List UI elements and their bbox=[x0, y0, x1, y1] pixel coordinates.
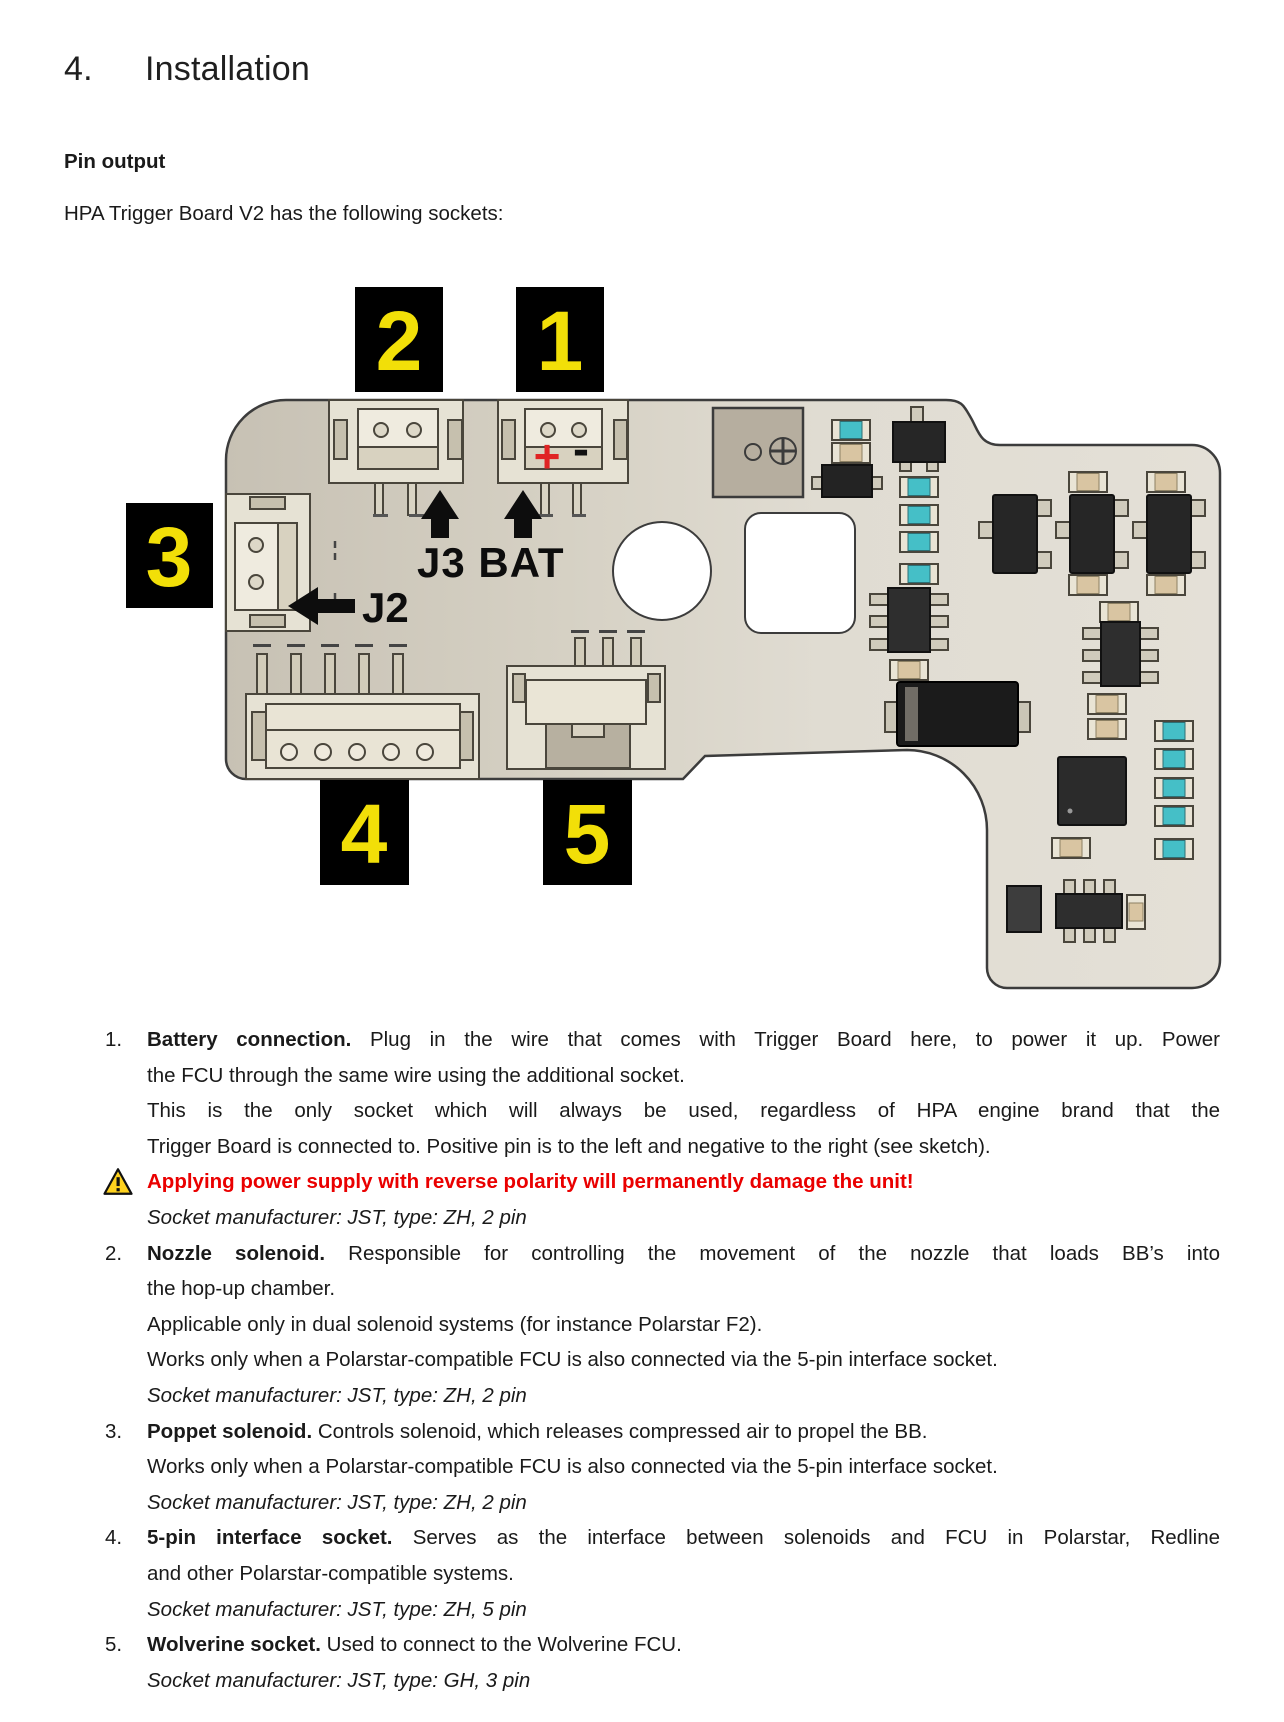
socket-4-interface-connector bbox=[245, 693, 480, 780]
label-5: 5 bbox=[543, 780, 632, 885]
ic-6pin-right bbox=[1082, 621, 1159, 687]
diagram-labels: 2 1 3 4 5 bbox=[126, 287, 632, 885]
list-item: 3. Poppet solenoid. Controls solenoid, wh… bbox=[105, 1414, 1220, 1521]
socket-5-wolverine-connector bbox=[506, 630, 666, 770]
socket-note: Socket manufacturer: JST, type: GH, 3 pi… bbox=[147, 1668, 531, 1692]
section-title: Installation bbox=[145, 50, 310, 88]
pcb-board-outline bbox=[224, 398, 1222, 990]
power-diode bbox=[884, 681, 1031, 747]
small-ic bbox=[1006, 885, 1042, 933]
intro-text: HPA Trigger Board V2 has the following s… bbox=[64, 202, 504, 225]
text-line: Works only when a Polarstar-compatible F… bbox=[147, 1455, 998, 1479]
socket-1-battery-connector: + - bbox=[497, 399, 629, 517]
socket-note: Socket manufacturer: JST, type: ZH, 2 pi… bbox=[147, 1490, 527, 1514]
item-title: Poppet solenoid. bbox=[147, 1419, 313, 1443]
warning-line: Applying power supply with reverse polar… bbox=[103, 1164, 1220, 1200]
text-line: Poppet solenoid. Controls solenoid, whic… bbox=[147, 1419, 928, 1443]
text-line: Battery connection. Plug in the wire tha… bbox=[147, 1028, 1220, 1051]
socket-note: Socket manufacturer: JST, type: ZH, 2 pi… bbox=[147, 1383, 527, 1407]
pcb-diagram: + - J3 BAT bbox=[126, 287, 1222, 990]
j2-label: J2 bbox=[362, 584, 409, 631]
j3-bat-annotation: J3 BAT bbox=[417, 490, 565, 586]
socket-2-nozzle-connector bbox=[328, 399, 464, 517]
j2-annotation: J2 bbox=[288, 584, 409, 631]
list-item: 4. 5-pin interface socket. Serves as the … bbox=[105, 1520, 1220, 1627]
j2-arrow-icon bbox=[288, 587, 355, 625]
warning-text: Applying power supply with reverse polar… bbox=[147, 1170, 914, 1194]
item-number: 2. bbox=[105, 1241, 123, 1265]
svg-text:4: 4 bbox=[341, 787, 388, 881]
list-item: 5. Wolverine socket. Used to connect to t… bbox=[105, 1627, 1220, 1698]
text-line: and other Polarstar-compatible systems. bbox=[147, 1561, 514, 1585]
text-line: Trigger Board is connected to. Positive … bbox=[147, 1134, 991, 1158]
label-4: 4 bbox=[320, 780, 409, 885]
list-item: 1. Battery connection. Plug in the wire t… bbox=[103, 1022, 1220, 1236]
screw-terminal bbox=[711, 406, 805, 499]
item-title: 5-pin interface socket. bbox=[147, 1526, 393, 1550]
j3-bat-label: J3 BAT bbox=[417, 539, 565, 586]
item-title: Wolverine socket. bbox=[147, 1633, 321, 1657]
mcu-ic bbox=[1057, 756, 1127, 826]
label-3: 3 bbox=[126, 503, 213, 608]
smd-components bbox=[711, 406, 1206, 943]
socket-note: Socket manufacturer: JST, type: ZH, 5 pi… bbox=[147, 1597, 527, 1621]
polarity-minus: - bbox=[573, 423, 589, 476]
socket-list: 1. Battery connection. Plug in the wire t… bbox=[103, 1022, 1220, 1698]
text-line: the hop-up chamber. bbox=[147, 1277, 336, 1301]
warning-icon bbox=[103, 1168, 133, 1196]
item-number: 1. bbox=[105, 1028, 123, 1051]
text-line: 5-pin interface socket. Serves as the in… bbox=[147, 1526, 1220, 1550]
item-title: Nozzle solenoid. bbox=[147, 1241, 326, 1265]
text-line: Wolverine socket. Used to connect to the… bbox=[147, 1633, 682, 1657]
ic-6pin bbox=[869, 587, 949, 653]
text-line: the FCU through the same wire using the … bbox=[147, 1063, 685, 1087]
list-item: 2. Nozzle solenoid. Responsible for contr… bbox=[105, 1236, 1220, 1414]
section-heading: 4. Installation bbox=[64, 50, 310, 89]
svg-text:3: 3 bbox=[146, 510, 193, 604]
svg-text:5: 5 bbox=[564, 787, 611, 881]
polarity-plus: + bbox=[534, 430, 561, 482]
svg-text:1: 1 bbox=[537, 294, 584, 388]
board-hole-round bbox=[612, 521, 712, 621]
item-number: 4. bbox=[105, 1526, 123, 1550]
board-hole-square bbox=[744, 512, 856, 634]
label-2: 2 bbox=[355, 287, 443, 392]
text-line: Applicable only in dual solenoid systems… bbox=[147, 1312, 763, 1336]
svg-text:2: 2 bbox=[376, 294, 423, 388]
bat-arrow-icon bbox=[504, 490, 542, 538]
sot23-transistor bbox=[892, 406, 946, 472]
j3-arrow-icon bbox=[421, 490, 459, 538]
section-number: 4. bbox=[64, 50, 93, 88]
text-line: This is the only socket which will alway… bbox=[147, 1099, 1220, 1123]
socket-note: Socket manufacturer: JST, type: ZH, 2 pi… bbox=[147, 1205, 527, 1229]
item-number: 5. bbox=[105, 1633, 123, 1657]
item-title: Battery connection. bbox=[147, 1028, 352, 1051]
text-line: Nozzle solenoid. Responsible for control… bbox=[147, 1241, 1220, 1265]
item-number: 3. bbox=[105, 1419, 123, 1443]
small-diode bbox=[811, 464, 883, 498]
socket-3-poppet-connector bbox=[225, 493, 337, 632]
text-line: Works only when a Polarstar-compatible F… bbox=[147, 1348, 998, 1372]
resistor-vertical bbox=[1126, 894, 1146, 930]
ic-6pin-bottom bbox=[1055, 879, 1123, 943]
label-1: 1 bbox=[516, 287, 604, 392]
subheading: Pin output bbox=[64, 150, 166, 173]
